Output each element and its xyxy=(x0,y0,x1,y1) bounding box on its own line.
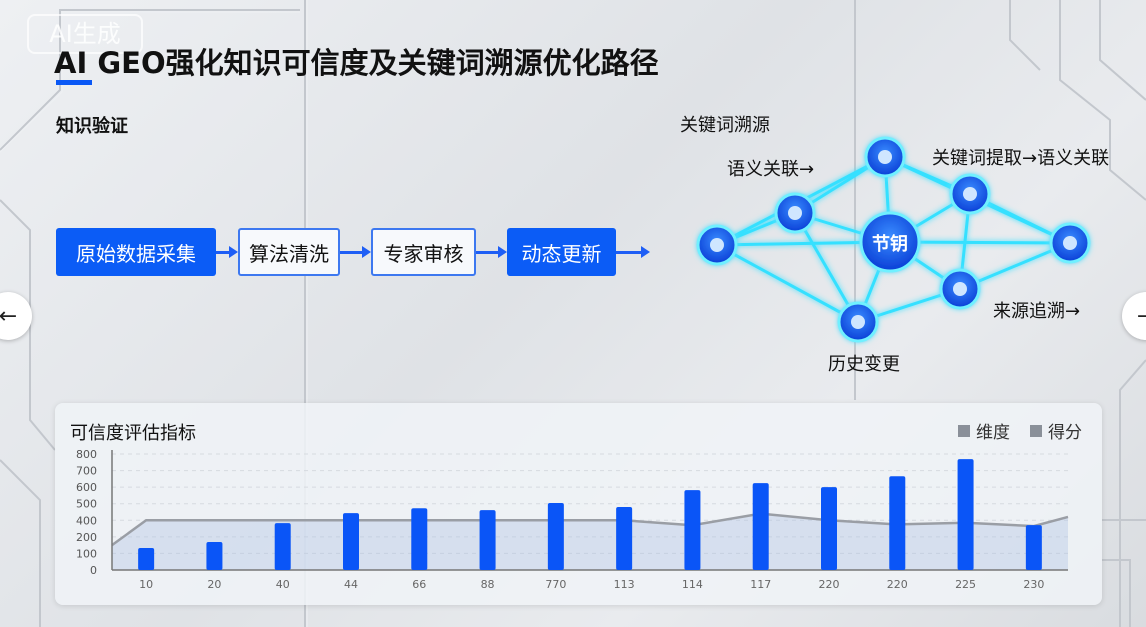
keyword-extraction-label: 关键词提取→语义关联 xyxy=(932,148,1110,169)
bar-66 xyxy=(411,508,428,570)
legend-label: 维度 xyxy=(976,423,1010,443)
knowledge-verification-heading: 知识验证 xyxy=(56,116,128,137)
x-tick-label: 225 xyxy=(955,578,976,591)
bar-117 xyxy=(752,483,769,570)
step-algorithm-cleaning: 算法清洗 xyxy=(238,228,340,276)
bar-10 xyxy=(138,547,155,570)
legend-item-score: 得分 xyxy=(1030,418,1082,443)
keyword-trace-heading: 关键词溯源 xyxy=(680,115,770,136)
y-tick-label: 600 xyxy=(76,481,97,494)
center-node-label: 节钥 xyxy=(872,234,908,255)
step-expert-review: 专家审核 xyxy=(371,228,476,276)
bar-220 xyxy=(889,476,906,570)
flow-arrow xyxy=(340,246,371,258)
x-tick-label: 40 xyxy=(276,578,290,591)
x-tick-label: 220 xyxy=(819,578,840,591)
center-node xyxy=(859,211,921,273)
y-tick-label: 100 xyxy=(76,547,97,560)
x-tick-label: 230 xyxy=(1023,578,1044,591)
score-line xyxy=(111,512,1069,547)
ai-generated-watermark: AI生成 xyxy=(27,14,143,54)
flow-arrow xyxy=(216,246,238,258)
y-tick-label: 400 xyxy=(76,514,97,527)
bar-88 xyxy=(479,510,496,570)
x-tick-label: 66 xyxy=(412,578,426,591)
legend-swatch xyxy=(1030,424,1042,437)
bar-114 xyxy=(684,490,701,570)
step-raw-data-collection: 原始数据采集 xyxy=(56,228,216,276)
y-tick-label: 200 xyxy=(76,531,97,544)
history-change-label: 历史变更 xyxy=(828,354,900,375)
score-area xyxy=(112,513,1068,570)
y-tick-label: 500 xyxy=(76,498,97,511)
bar-40 xyxy=(274,523,291,570)
bar-20 xyxy=(206,541,223,570)
x-tick-label: 10 xyxy=(139,578,153,591)
x-tick-label: 220 xyxy=(887,578,908,591)
legend-item-dimension: 维度 xyxy=(958,418,1010,443)
source-trace-label: 来源追溯→ xyxy=(993,301,1081,322)
bar-44 xyxy=(343,513,359,570)
bar-230 xyxy=(1025,525,1042,570)
bar-220 xyxy=(821,487,837,570)
legend-label: 得分 xyxy=(1048,423,1082,443)
x-tick-label: 44 xyxy=(344,578,358,591)
bar-770 xyxy=(547,503,564,570)
x-tick-label: 113 xyxy=(614,578,635,591)
y-tick-label: 800 xyxy=(76,448,97,461)
step-dynamic-update: 动态更新 xyxy=(507,228,616,276)
legend-swatch xyxy=(958,424,970,437)
semantic-association-label: 语义关联→ xyxy=(727,159,815,180)
bar-225 xyxy=(957,459,974,570)
flow-arrow xyxy=(616,246,650,258)
y-tick-label: 700 xyxy=(76,465,97,478)
x-tick-label: 114 xyxy=(682,578,703,591)
x-tick-label: 88 xyxy=(481,578,495,591)
x-tick-label: 117 xyxy=(750,578,771,591)
x-tick-label: 20 xyxy=(207,578,221,591)
bar-113 xyxy=(616,507,633,570)
chart-title: 可信度评估指标 xyxy=(70,423,196,444)
y-tick-label: 0 xyxy=(90,564,97,577)
flow-arrow xyxy=(476,246,507,258)
x-tick-label: 770 xyxy=(545,578,566,591)
page-title: AI GEO强化知识可信度及关键词溯源优化路径 xyxy=(54,46,659,80)
title-underline xyxy=(56,80,92,85)
